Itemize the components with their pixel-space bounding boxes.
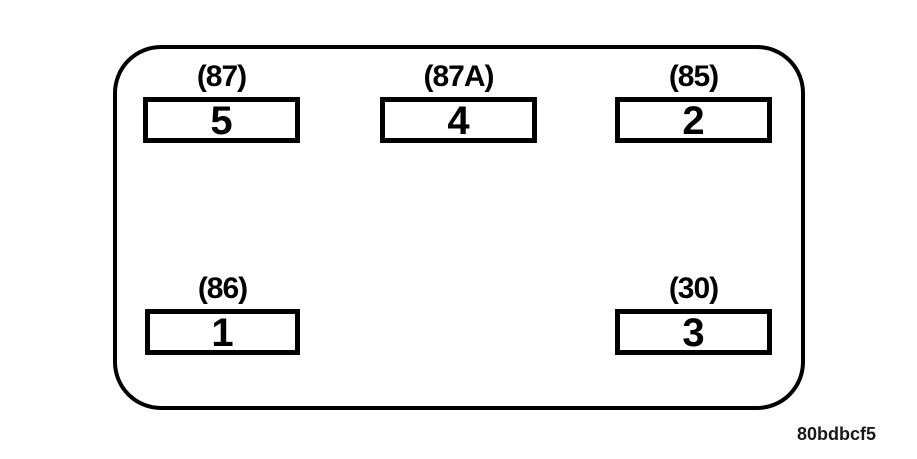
terminal-87-box: 5 — [143, 97, 300, 143]
terminal-86-pin-number: 1 — [211, 311, 234, 355]
terminal-85-pin-number: 2 — [682, 99, 705, 143]
terminal-86: (86) 1 — [145, 269, 300, 355]
terminal-87a-box: 4 — [380, 97, 537, 143]
terminal-87a-label: (87A) — [423, 60, 494, 93]
terminal-87a: (87A) 4 — [380, 57, 537, 143]
terminal-85-box: 2 — [615, 97, 772, 143]
terminal-30: (30) 3 — [615, 269, 772, 355]
terminal-85-label: (85) — [668, 60, 719, 93]
terminal-86-label: (86) — [197, 272, 248, 305]
terminal-87a-pin-number: 4 — [447, 99, 470, 143]
terminal-30-pin-number: 3 — [682, 311, 705, 355]
terminal-86-box: 1 — [145, 309, 300, 355]
terminal-30-box: 3 — [615, 309, 772, 355]
terminal-87-label: (87) — [196, 60, 247, 93]
terminal-30-label: (30) — [668, 272, 719, 305]
terminal-87: (87) 5 — [143, 57, 300, 143]
figure-code: 80bdbcf5 — [797, 424, 877, 444]
terminal-87-pin-number: 5 — [210, 99, 233, 143]
terminal-85: (85) 2 — [615, 57, 772, 143]
